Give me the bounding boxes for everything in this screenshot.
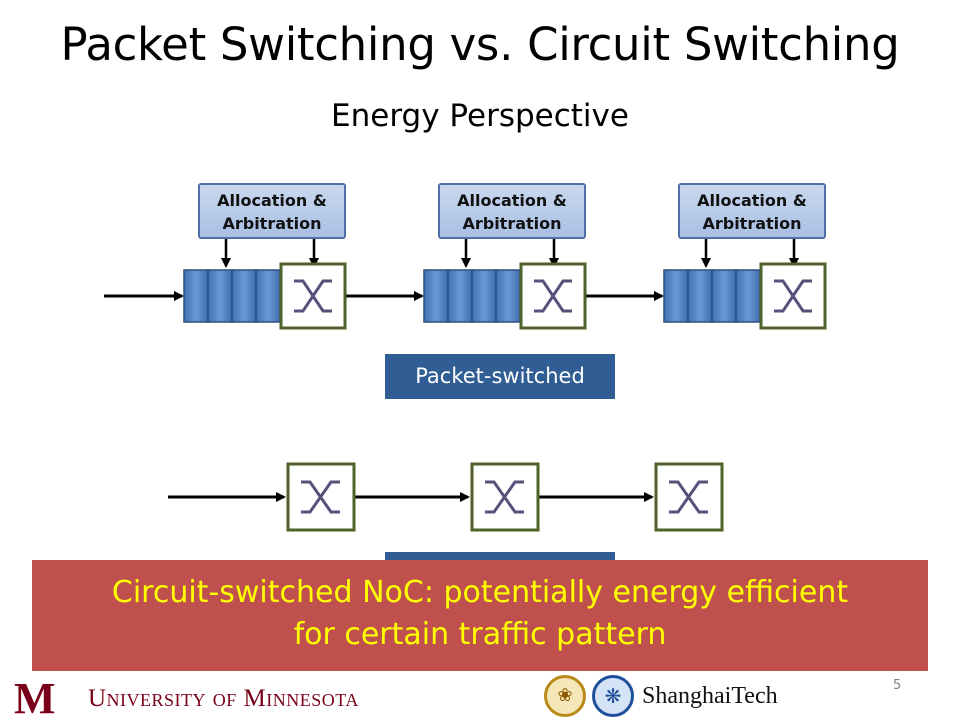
buffer-slot — [207, 269, 233, 323]
allocation-box-line2: Arbitration — [702, 214, 802, 233]
seal-icon: ❀ — [544, 675, 586, 717]
packet-router-3 — [663, 262, 827, 330]
umn-wordmark: University of Minnesota — [88, 685, 359, 712]
conclusion-banner: Circuit-switched NoC: potentially energy… — [32, 560, 928, 671]
allocation-box-line1: Allocation & — [457, 191, 567, 210]
umn-m-icon: M — [14, 674, 56, 723]
banner-line2: for certain traffic pattern — [293, 617, 667, 652]
buffer-slot — [687, 269, 713, 323]
allocation-box-line2: Arbitration — [462, 214, 562, 233]
buffer-slot — [663, 269, 689, 323]
buffer-slot — [423, 269, 449, 323]
packet-switched-label: Packet-switched — [385, 354, 615, 399]
buffer-slot — [495, 269, 521, 323]
buffer-slot — [735, 269, 761, 323]
slide-title: Packet Switching vs. Circuit Switching — [60, 18, 900, 71]
circuit-router-1 — [286, 462, 356, 532]
shanghaitech-wordmark: ShanghaiTech — [642, 682, 778, 709]
buffer-slot — [255, 269, 281, 323]
circuit-router-2 — [470, 462, 540, 532]
umn-logo: M University of Minnesota — [14, 674, 359, 723]
packet-router-2 — [423, 262, 587, 330]
allocation-box-3: Allocation & Arbitration — [678, 183, 826, 239]
crossbar-icon — [669, 480, 708, 514]
packet-router-1 — [183, 262, 347, 330]
allocation-box-line1: Allocation & — [217, 191, 327, 210]
crossbar-box — [654, 462, 724, 532]
emblem-icon: ❋ — [592, 675, 634, 717]
shanghaitech-logo: ❀ ❋ ShanghaiTech — [544, 672, 778, 720]
allocation-box-2: Allocation & Arbitration — [438, 183, 586, 239]
circuit-router-3 — [654, 462, 724, 532]
crossbar-icon — [485, 480, 524, 514]
crossbar-icon — [301, 480, 340, 514]
slide-subtitle: Energy Perspective — [331, 98, 629, 134]
buffer-slot — [231, 269, 257, 323]
buffer-slot — [471, 269, 497, 323]
crossbar-icon — [294, 279, 332, 313]
buffer-slot — [447, 269, 473, 323]
allocation-box-1: Allocation & Arbitration — [198, 183, 346, 239]
crossbar-icon — [774, 279, 812, 313]
crossbar-icon — [534, 279, 572, 313]
allocation-box-line2: Arbitration — [222, 214, 322, 233]
banner-line1: Circuit-switched NoC: potentially energy… — [111, 575, 849, 610]
allocation-box-line1: Allocation & — [697, 191, 807, 210]
page-number: 5 — [893, 678, 902, 693]
buffer-slot — [711, 269, 737, 323]
buffer-slot — [183, 269, 209, 323]
